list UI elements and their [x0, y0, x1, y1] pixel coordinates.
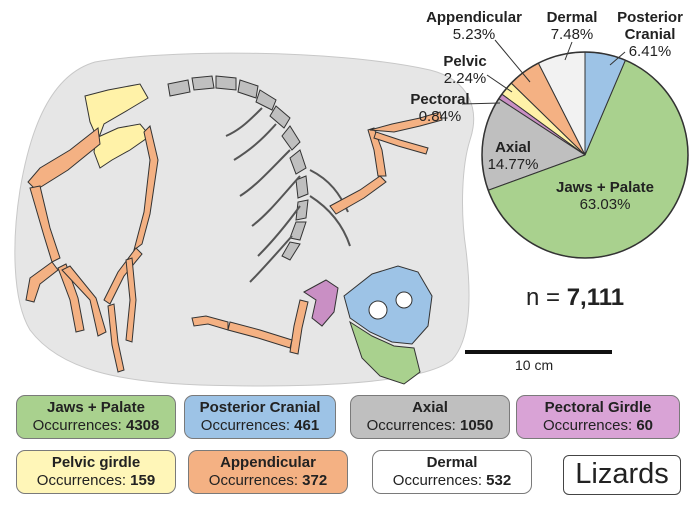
- pelvic-bone: [84, 83, 149, 142]
- pelvic-bone: [93, 123, 151, 169]
- skeleton-illustration: [25, 75, 443, 385]
- occurrence-count-label: Occurrences:: [208, 472, 303, 489]
- occurrence-box-title: Jaws + Palate: [47, 399, 145, 416]
- pie-percent-jaws-palate: 63.03%: [580, 196, 631, 213]
- pie-label-posterior-cranial: Posterior: [617, 9, 683, 26]
- hindlimb-bone: [27, 127, 101, 191]
- occurrence-count-label: Occurrences:: [392, 472, 487, 489]
- hindlimb-bone: [57, 263, 85, 333]
- hindlimb-bone: [29, 185, 61, 263]
- pie-leader-line: [609, 51, 626, 66]
- pie-chart: [481, 51, 689, 259]
- occurrence-count: Occurrences: 1050: [367, 417, 494, 434]
- occurrence-box-title: Axial: [412, 399, 448, 416]
- hindlimb-bone: [25, 261, 59, 303]
- pie-leader-line: [494, 39, 531, 83]
- scale-bar-label: 10 cm: [515, 357, 554, 373]
- forelimb-bone: [329, 175, 387, 215]
- occurrence-count: Occurrences: 461: [201, 417, 319, 434]
- occurrence-count: Occurrences: 60: [543, 417, 653, 434]
- occurrence-count-label: Occurrences:: [366, 417, 460, 434]
- forelimb-bone: [191, 315, 229, 331]
- forelimb-bone: [367, 127, 387, 177]
- occurrence-box-title: Appendicular: [220, 454, 316, 471]
- pie-leader-line: [461, 102, 501, 105]
- occurrence-count-value: 60: [636, 417, 654, 434]
- occurrence-box-title: Dermal: [426, 454, 478, 471]
- sample-size: n = 7,111: [526, 284, 624, 312]
- pectoral-girdle: [303, 279, 339, 327]
- occurrence-count: Occurrences: 4308: [33, 417, 160, 434]
- sample-size-value: 7,111: [566, 284, 625, 311]
- occurrence-count: Occurrences: 372: [209, 472, 327, 489]
- taxon-label: Lizards: [563, 455, 681, 495]
- occurrence-count-value: 532: [486, 472, 512, 489]
- occurrence-count-value: 372: [302, 472, 328, 489]
- occurrence-count-label: Occurrences:: [200, 417, 295, 434]
- vertebral-column: [167, 75, 309, 261]
- pie-label-appendicular: Appendicular: [426, 9, 522, 26]
- pie-label-posterior-cranial: Cranial: [625, 26, 676, 43]
- pie-percent-dermal: 7.48%: [551, 26, 594, 43]
- forelimb-bone: [369, 111, 443, 133]
- pie-label-axial: Axial: [495, 139, 531, 156]
- skull-orbit: [368, 300, 388, 320]
- occurrence-count-label: Occurrences:: [36, 472, 131, 489]
- occurrence-box-title: Pelvic girdle: [51, 454, 141, 471]
- occurrence-count: Occurrences: 532: [393, 472, 511, 489]
- sample-size-label: n =: [526, 284, 567, 311]
- pie-percent-posterior-cranial: 6.41%: [629, 43, 672, 60]
- hindlimb-bone: [61, 265, 107, 337]
- pie-leader-line: [486, 74, 513, 93]
- hindlimb-bone: [125, 257, 137, 343]
- occurrence-count-value: 461: [294, 417, 320, 434]
- skull-orbit: [395, 291, 413, 309]
- pie-percent-appendicular: 5.23%: [453, 26, 496, 43]
- pie-leader-line: [564, 41, 573, 61]
- occurrence-box-title: Posterior Cranial: [199, 399, 321, 416]
- pie-label-jaws-palate: Jaws + Palate: [556, 179, 654, 196]
- jaws-palate: [349, 320, 421, 385]
- occurrence-count-value: 159: [130, 472, 156, 489]
- occurrence-box-title: Pectoral Girdle: [544, 399, 652, 416]
- pie-percent-axial: 14.77%: [488, 156, 539, 173]
- forelimb-bone: [289, 299, 309, 355]
- forelimb-bone: [373, 131, 429, 155]
- occurrence-count-value: 1050: [460, 417, 494, 434]
- pie-outline: [481, 51, 689, 259]
- occurrence-count-value: 4308: [126, 417, 160, 434]
- pie-label-pelvic: Pelvic: [443, 53, 486, 70]
- pie-label-dermal: Dermal: [547, 9, 598, 26]
- pie-percent-pectoral: 0.84%: [419, 108, 462, 125]
- pie-label-pectoral: Pectoral: [410, 91, 469, 108]
- occurrence-count: Occurrences: 159: [37, 472, 155, 489]
- hindlimb-bone: [107, 303, 125, 373]
- pie-percent-pelvic: 2.24%: [444, 70, 487, 87]
- occurrence-count-label: Occurrences:: [542, 417, 637, 434]
- occurrence-count-label: Occurrences:: [32, 417, 126, 434]
- posterior-cranial: [343, 265, 433, 345]
